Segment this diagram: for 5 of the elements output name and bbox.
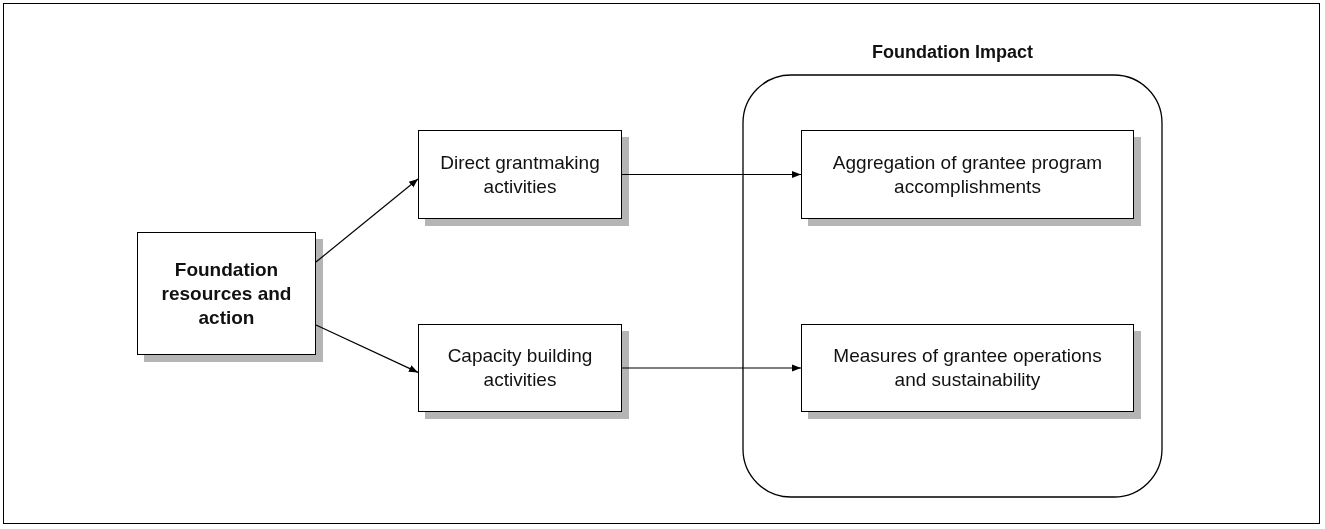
arrow	[315, 324, 419, 373]
arrow	[315, 178, 419, 263]
arrow	[621, 364, 802, 372]
arrow	[621, 170, 802, 179]
group-heading: Foundation Impact	[871, 41, 1034, 64]
